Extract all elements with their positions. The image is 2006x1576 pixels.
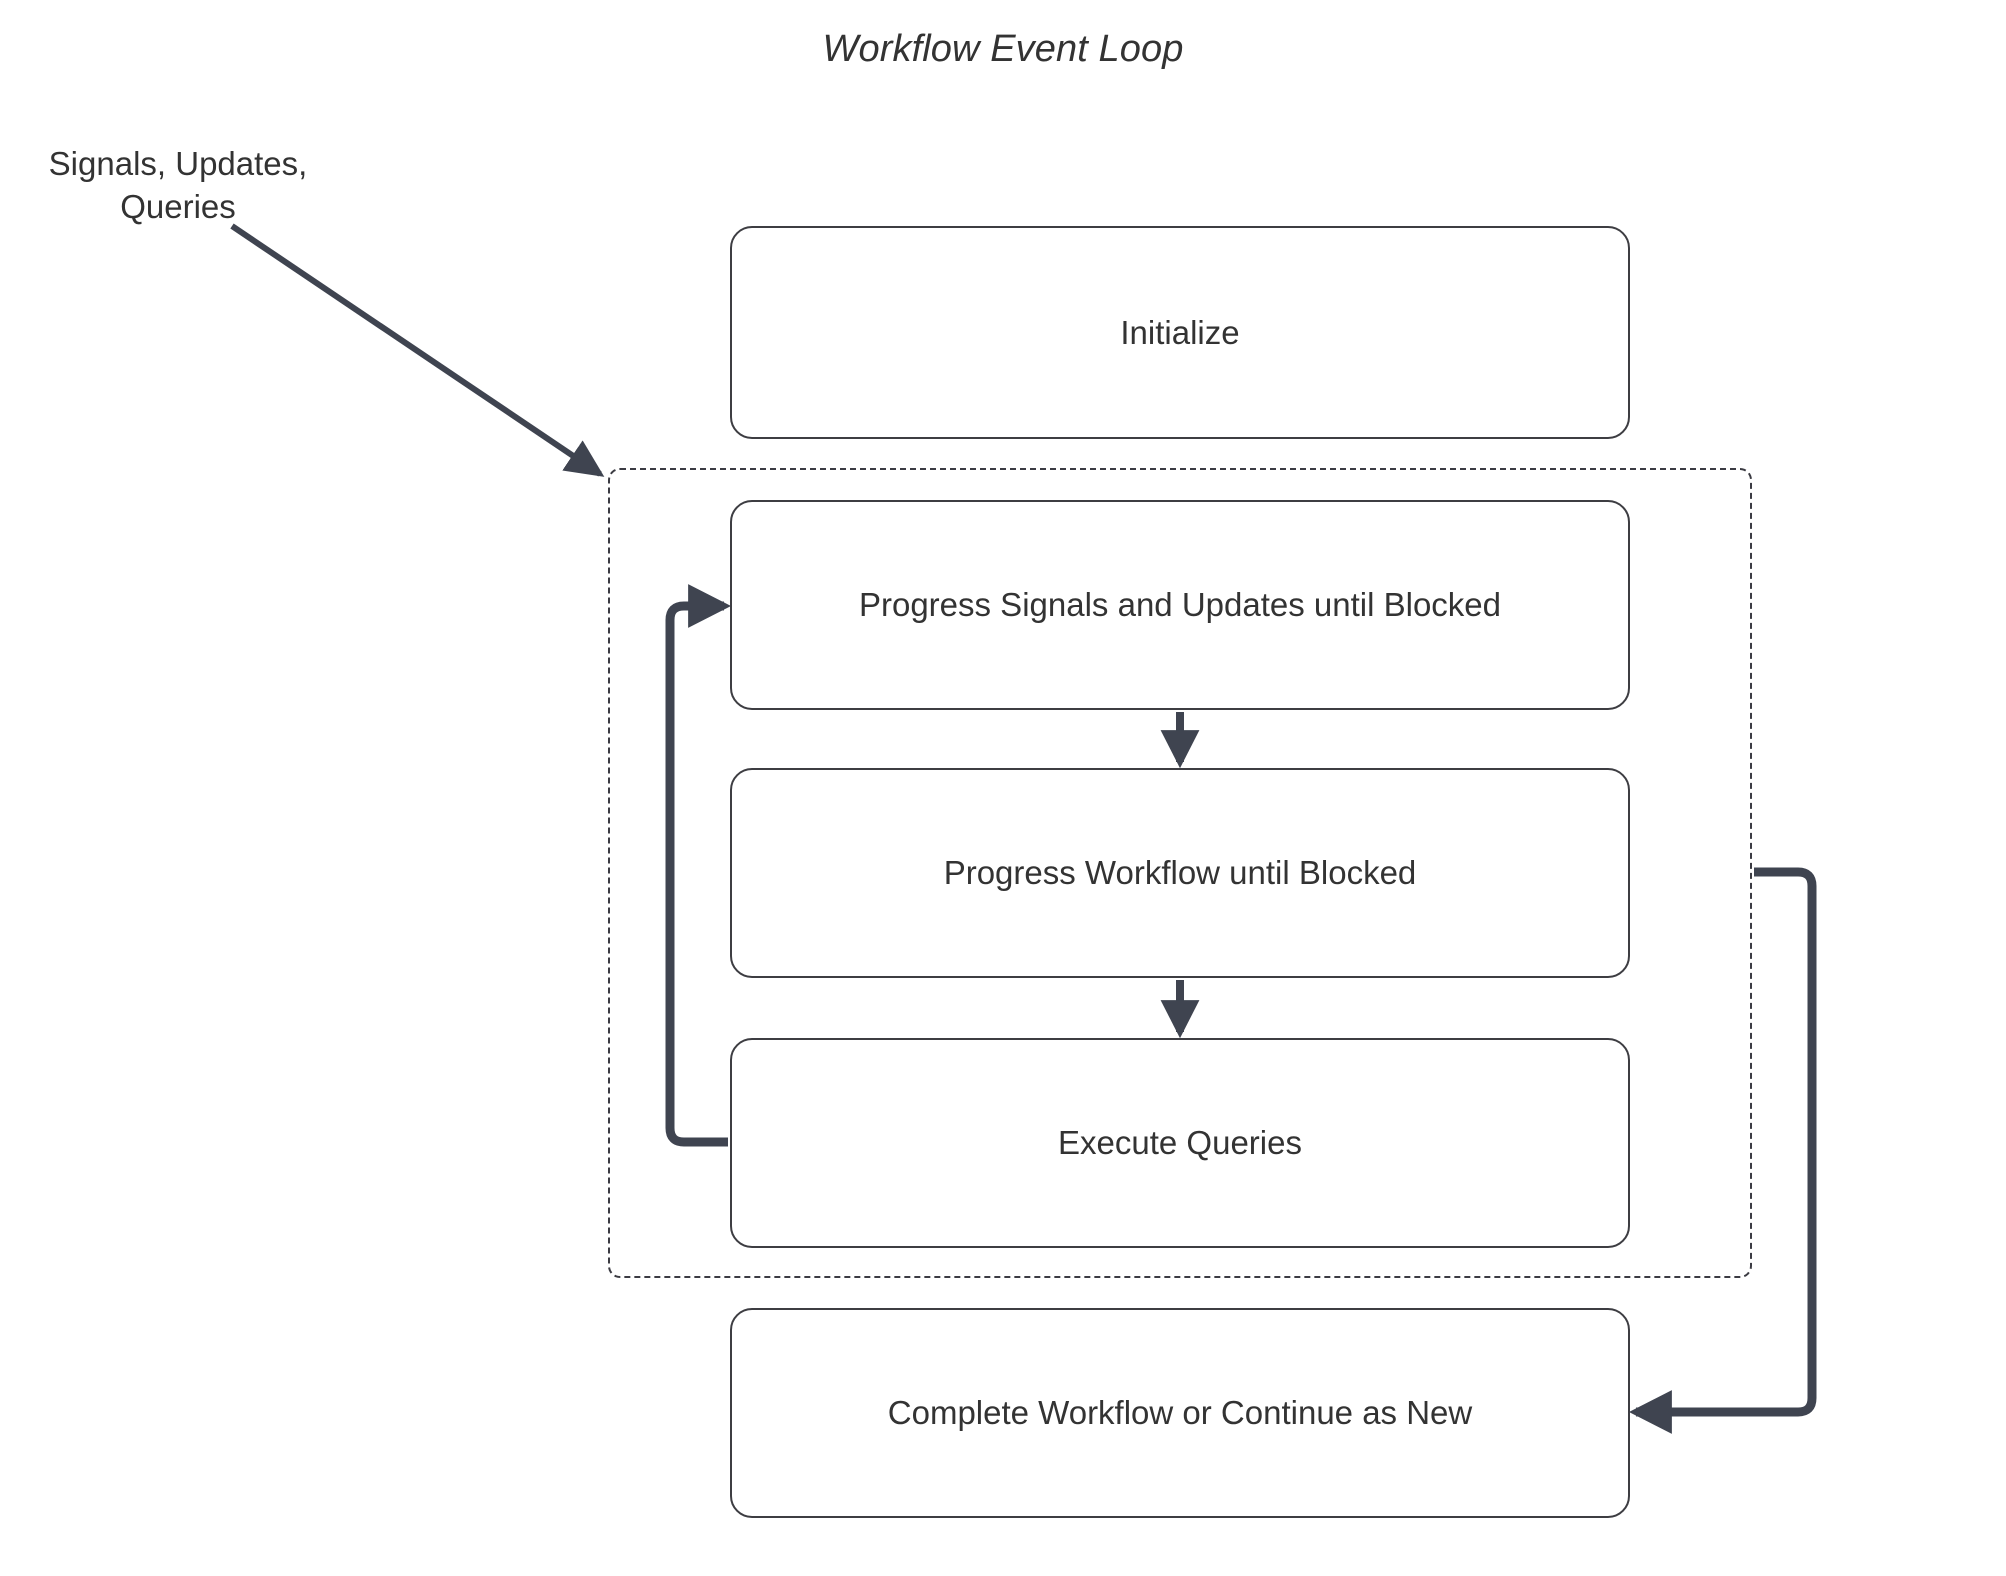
external-input-label: Signals, Updates, Queries [18, 142, 338, 228]
node-progress-workflow[interactable]: Progress Workflow until Blocked [730, 768, 1630, 978]
node-execute-queries[interactable]: Execute Queries [730, 1038, 1630, 1248]
node-complete-label: Complete Workflow or Continue as New [887, 1394, 1473, 1431]
external-input-label-line2: Queries [120, 188, 236, 225]
node-complete[interactable]: Complete Workflow or Continue as New [730, 1308, 1630, 1518]
node-execute-queries-label: Execute Queries [1058, 1124, 1302, 1161]
edge-external-to-loop [230, 223, 605, 477]
external-input-label-line1: Signals, Updates, [48, 145, 308, 182]
node-progress-signals[interactable]: Progress Signals and Updates until Block… [730, 500, 1630, 710]
node-initialize-label: Initialize [1120, 313, 1240, 351]
node-progress-signals-label: Progress Signals and Updates until Block… [858, 586, 1502, 623]
node-initialize[interactable]: Initialize [730, 226, 1630, 439]
page-title: Workflow Event Loop [822, 28, 1184, 70]
node-progress-workflow-label: Progress Workflow until Blocked [943, 854, 1417, 891]
